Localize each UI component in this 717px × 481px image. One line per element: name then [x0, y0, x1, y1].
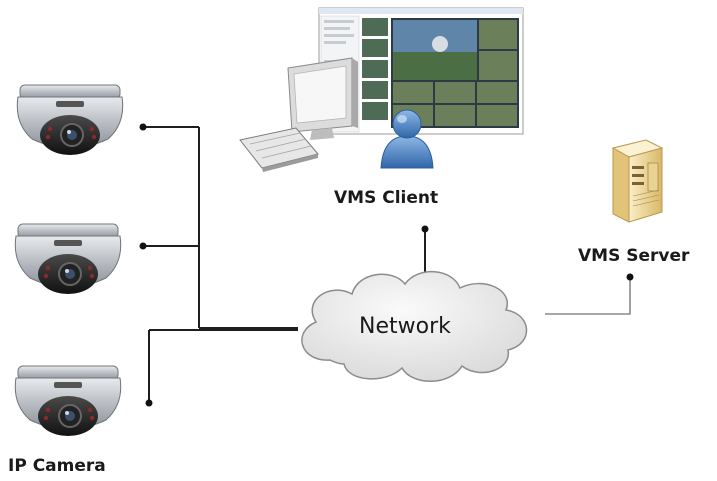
camera3-connector — [145, 399, 153, 407]
network-label: Network — [359, 314, 451, 339]
desktop-computer-icon — [239, 57, 358, 172]
dome-camera-icon — [16, 84, 124, 156]
user-icon — [380, 109, 434, 169]
camera2-connector — [139, 242, 147, 250]
server-tower-icon — [611, 139, 664, 223]
ip-camera-label: IP Camera — [8, 456, 106, 476]
network-cloud-icon — [301, 270, 528, 382]
vms-server-label: VMS Server — [578, 246, 690, 266]
vms-client-label: VMS Client — [334, 188, 439, 208]
client-connector — [421, 225, 429, 233]
connection-lines — [143, 126, 631, 403]
camera1-connector — [139, 123, 147, 131]
dome-camera-icon — [14, 365, 122, 437]
dome-camera-icon — [14, 223, 122, 295]
server-link — [545, 277, 631, 315]
server-connector — [626, 273, 634, 281]
